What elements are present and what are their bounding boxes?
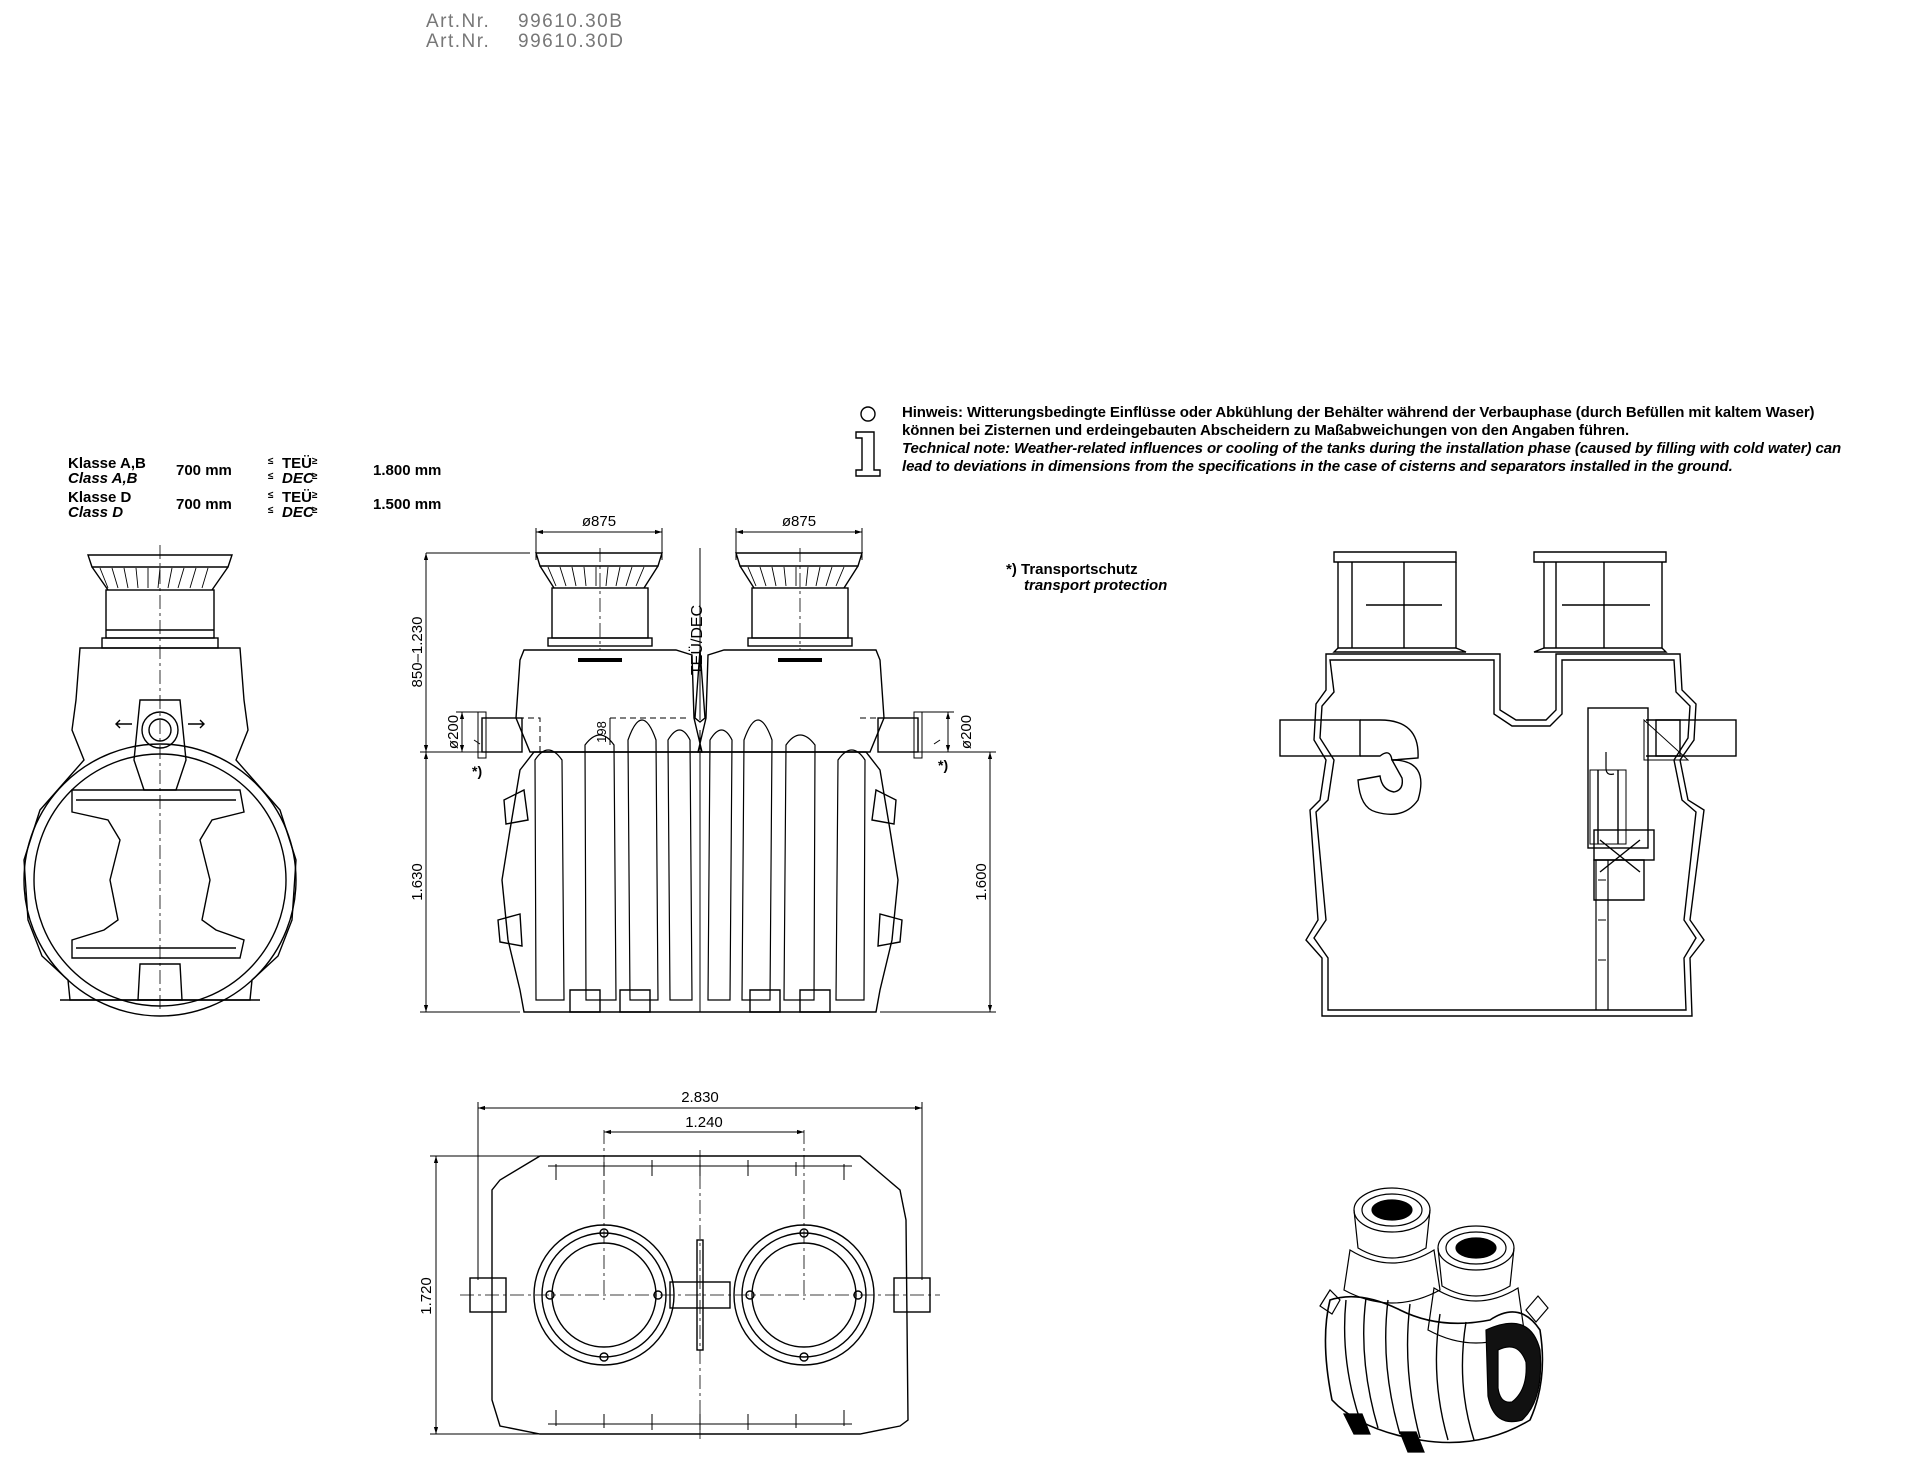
- spec-row1-ge-symbol-2: ≥: [312, 471, 318, 482]
- article-value: 99610.30B: [518, 11, 624, 32]
- front-elevation-view: [477, 548, 923, 1013]
- spec-row2-teu: TEÜ: [282, 489, 312, 506]
- note-line-en-2: lead to deviations in dimensions from th…: [902, 458, 1733, 475]
- section-view: [1279, 551, 1737, 1017]
- article-value: 99610.30D: [518, 31, 625, 52]
- spec-row2-klasse-en: Class D: [68, 504, 124, 521]
- spec-row1-klasse-en: Class A,B: [68, 470, 138, 487]
- note-line-en-1: Technical note: Weather-related influenc…: [902, 440, 1842, 457]
- isometric-view: [1319, 1187, 1549, 1453]
- note-line-de-1: Hinweis: Witterungsbedingte Einflüsse od…: [902, 404, 1815, 421]
- spec-row1-depth: 1.800 mm: [373, 462, 442, 479]
- spec-row2-klasse-de: Klasse D: [68, 489, 132, 506]
- dim-total-height: 1.630: [409, 863, 426, 901]
- dim-offset: 198: [594, 721, 609, 743]
- article-number-2: Art.Nr. 99610.30D: [426, 31, 624, 53]
- dim-dia-right: ø875: [782, 513, 816, 530]
- dim-teu-dec: TEÜ/DEC: [688, 605, 706, 675]
- dim-height-range: 850–1.230: [409, 617, 426, 688]
- star-right: *): [938, 757, 948, 773]
- article-label: Art.Nr.: [426, 11, 491, 32]
- info-icon: [855, 406, 881, 477]
- note-line-de-2: können bei Zisternen und erdeingebauten …: [902, 422, 1630, 439]
- side-elevation-view: [23, 545, 297, 1017]
- dim-spacing: 1.240: [685, 1114, 723, 1131]
- technical-note: Hinweis: Witterungsbedingte Einflüsse od…: [902, 404, 1841, 476]
- spec-row2-size: 700 mm: [176, 496, 232, 513]
- plan-view: [460, 1130, 940, 1440]
- dim-length: 2.830: [681, 1089, 719, 1106]
- dim-pipe-left: ø200: [445, 715, 462, 749]
- front-dimension-labels: ø875 ø875 850–1.230 1.630 1.600 ø200 ø20…: [409, 513, 990, 901]
- spec-row2-le-symbol: ≤: [268, 490, 274, 501]
- front-dimensions: [420, 528, 996, 1013]
- spec-row2-depth: 1.500 mm: [373, 496, 442, 513]
- star-left: *): [472, 763, 482, 779]
- spec-row2-dec: DEC: [282, 504, 314, 521]
- plan-dimension-labels: 2.830 1.240 1.720: [418, 1089, 723, 1315]
- spec-row1-dec: DEC: [282, 470, 314, 487]
- spec-row2-le-symbol-2: ≤: [268, 505, 274, 516]
- dim-dia-left: ø875: [582, 513, 616, 530]
- transport-en: transport protection: [1024, 577, 1168, 594]
- spec-row1-size: 700 mm: [176, 462, 232, 479]
- spec-row1-klasse-de: Klasse A,B: [68, 455, 146, 472]
- spec-row1-ge-symbol: ≥: [312, 456, 318, 467]
- article-label: Art.Nr.: [426, 31, 491, 52]
- spec-row2-ge-symbol: ≥: [312, 490, 318, 501]
- article-number-1: Art.Nr. 99610.30B: [426, 11, 623, 33]
- spec-row1-le-symbol: ≤: [268, 456, 274, 467]
- dim-width: 1.720: [418, 1277, 435, 1315]
- spec-row1-le-symbol-2: ≤: [268, 471, 274, 482]
- dim-inlet-height: 1.600: [973, 863, 990, 901]
- spec-row1-teu: TEÜ: [282, 455, 312, 472]
- dim-pipe-right: ø200: [958, 715, 975, 749]
- transport-protection-label: *) Transportschutz transport protection: [1006, 562, 1167, 594]
- spec-row2-ge-symbol-2: ≥: [312, 505, 318, 516]
- plan-dimensions: [430, 1102, 923, 1435]
- transport-de: *) Transportschutz: [1006, 561, 1138, 578]
